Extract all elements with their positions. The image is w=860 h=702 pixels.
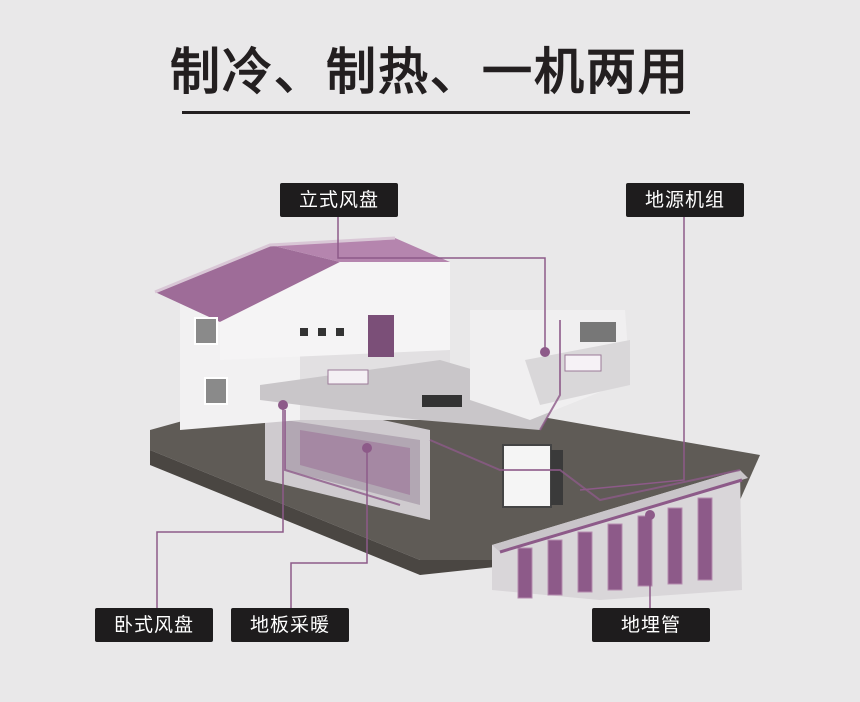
buried-pipe-header: [499, 478, 743, 554]
basement-floor-heating: [300, 430, 410, 495]
underground-top: [492, 470, 748, 552]
bed-1: [327, 369, 369, 385]
title-underline: [182, 111, 690, 114]
leader-lines: [156, 216, 685, 608]
window-2: [204, 377, 228, 405]
label-standing-fan-coil: 立式风盘: [280, 183, 398, 217]
window-3: [580, 322, 616, 342]
right-wing-floor: [525, 340, 630, 405]
label-horizontal-fan-coil: 卧式风盘: [95, 608, 213, 642]
roof-left: [155, 245, 340, 322]
buried-pipes: [517, 497, 713, 599]
label-buried-pipe: 地埋管: [592, 608, 710, 642]
label-ground-source-unit: 地源机组: [626, 183, 744, 217]
bed-2: [564, 354, 602, 372]
window-1: [194, 317, 218, 345]
horizontal-fan-coil-unit: [422, 395, 462, 407]
purple-door: [368, 315, 394, 357]
page-title: 制冷、制热、一机两用: [170, 43, 690, 101]
ground-source-unit: [502, 444, 552, 508]
roof-right: [270, 238, 450, 262]
piping: [284, 320, 741, 506]
label-floor-heating: 地板采暖: [231, 608, 349, 642]
roof-ridge: [154, 236, 396, 294]
